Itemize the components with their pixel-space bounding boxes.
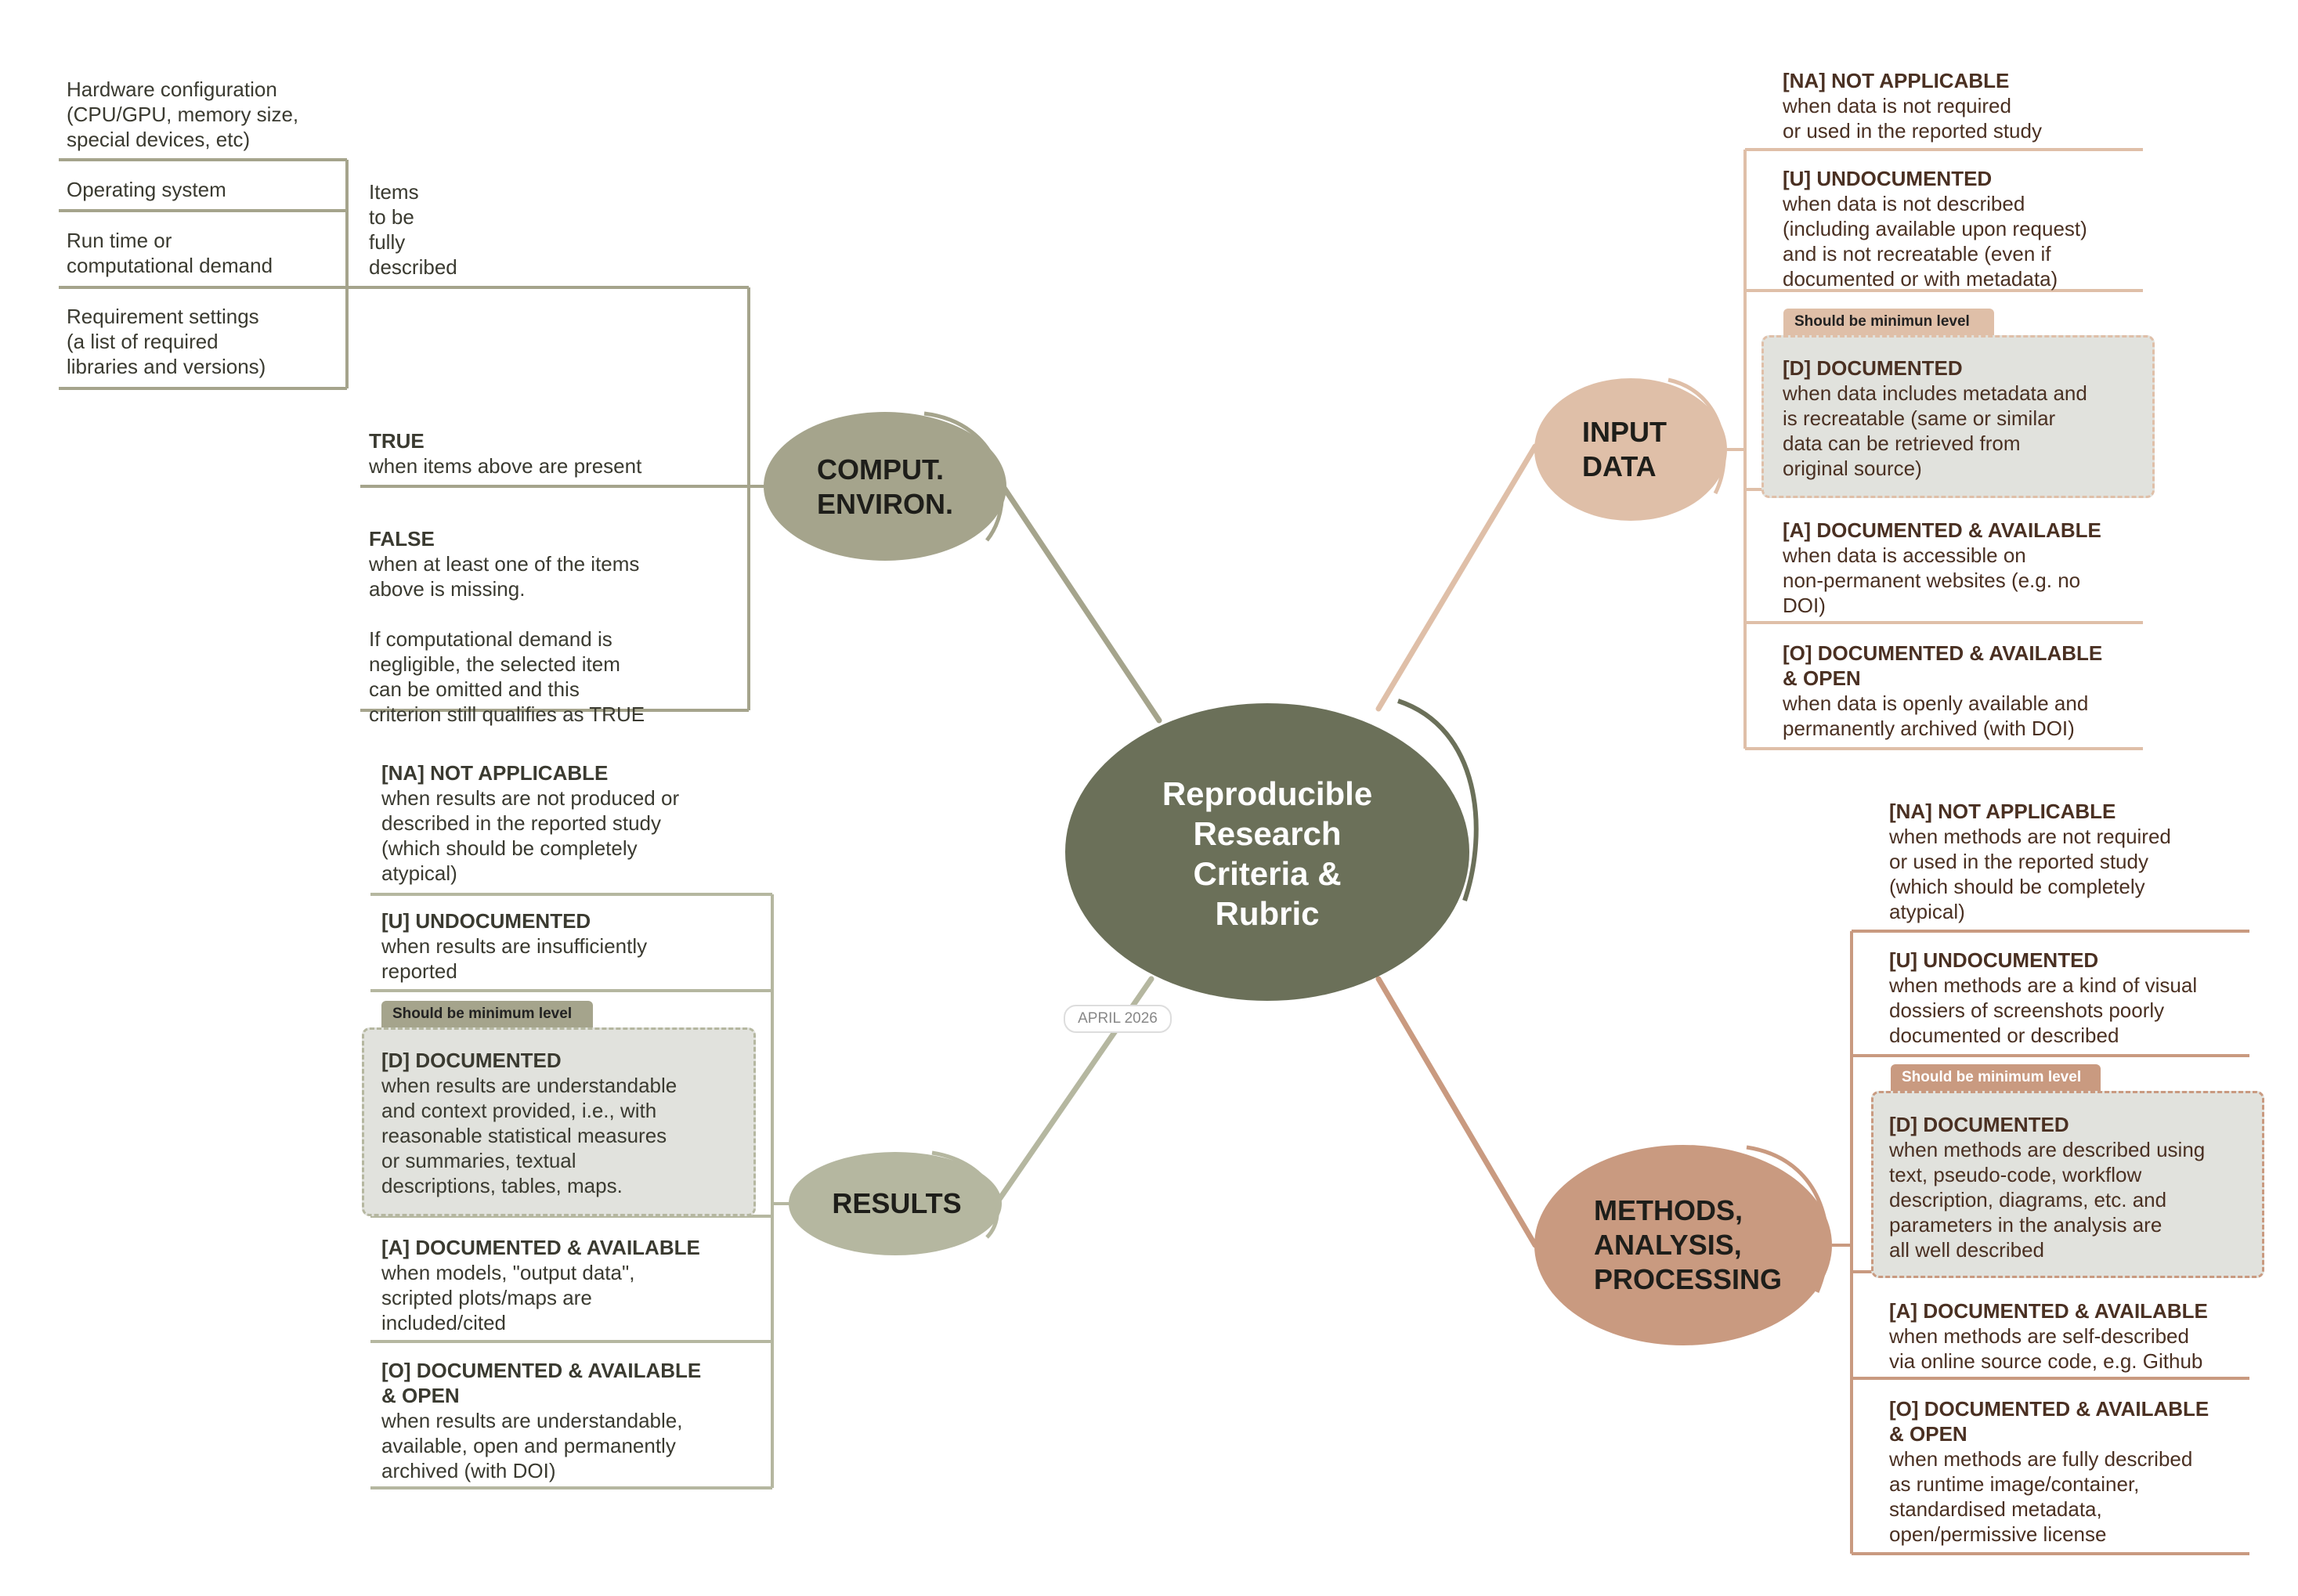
node-shapes <box>764 377 1832 1345</box>
level-title: [O] DOCUMENTED & AVAILABLE & OPEN <box>381 1359 702 1407</box>
comput-item: Hardware configuration (CPU/GPU, memory … <box>67 78 299 151</box>
input-node-title[interactable]: INPUT DATA <box>1582 416 1667 482</box>
comput-item-lines <box>59 158 766 712</box>
results-node-shape <box>789 1152 1002 1255</box>
level-text: when results are understandable, availab… <box>381 1409 683 1482</box>
level-text: when results are insufficiently reported <box>381 934 648 983</box>
level-title: [NA] NOT APPLICABLE <box>1889 800 2116 823</box>
level-text: when data is openly available and perman… <box>1783 691 2089 740</box>
results-node-title[interactable]: RESULTS <box>832 1187 962 1219</box>
results-level-lines <box>370 893 790 1489</box>
comput-false-text: when at least one of the items above is … <box>369 552 645 726</box>
connector-input <box>1375 443 1538 712</box>
center-node-shape <box>1065 703 1469 1001</box>
level-title: [NA] NOT APPLICABLE <box>381 761 609 785</box>
level-title: [A] DOCUMENTED & AVAILABLE <box>1783 518 2101 542</box>
center-node-title[interactable]: Reproducible Research Criteria & Rubric <box>1162 775 1373 932</box>
connector-comput <box>999 482 1162 724</box>
level-title: [O] DOCUMENTED & AVAILABLE & OPEN <box>1889 1397 2209 1446</box>
input-node-shape <box>1534 378 1727 521</box>
methods-node-shape <box>1534 1145 1832 1345</box>
level-text: when methods are a kind of visual dossie… <box>1889 973 2198 1047</box>
input-documented-highlight <box>1761 335 2155 498</box>
level-text: when methods are fully described as runt… <box>1889 1447 2193 1546</box>
level-title: [A] DOCUMENTED & AVAILABLE <box>1889 1299 2208 1323</box>
level-text: when models, "output data", scripted plo… <box>381 1261 635 1334</box>
comput-items-label: Items to be fully described <box>369 180 457 279</box>
level-title: [A] DOCUMENTED & AVAILABLE <box>381 1236 700 1259</box>
connector-methods <box>1375 976 1538 1248</box>
comput-true-text: when items above are present <box>369 454 642 478</box>
results-minimum-badge: Should be minimum level <box>381 1001 593 1027</box>
level-title: [U] UNDOCUMENTED <box>1889 948 2099 972</box>
level-text: when data includes metadata and is recre… <box>1783 381 2087 480</box>
level-text: when data is accessible on non-permanent… <box>1783 543 2081 617</box>
level-text: when methods are self-described via onli… <box>1889 1324 2203 1373</box>
date-label: APRIL 2026 <box>1064 1005 1172 1033</box>
input-level-lines <box>1727 148 2143 750</box>
level-title: [U] UNDOCUMENTED <box>1783 167 1993 190</box>
level-text: when results are not produced or describ… <box>381 786 680 885</box>
level-title: [D] DOCUMENTED <box>1783 356 1963 380</box>
level-title: [D] DOCUMENTED <box>1889 1113 2069 1136</box>
level-title: [O] DOCUMENTED & AVAILABLE & OPEN <box>1783 641 2103 690</box>
methods-documented-highlight <box>1871 1091 2264 1278</box>
comput-node-title[interactable]: COMPUT. ENVIRON. <box>816 453 954 520</box>
comput-node-shape <box>764 412 1006 561</box>
comput-item: Operating system <box>67 178 226 201</box>
input-minimum-badge: Should be minimun level <box>1783 309 1994 335</box>
level-title: [D] DOCUMENTED <box>381 1049 562 1072</box>
level-text: when results are understandable and cont… <box>381 1074 677 1197</box>
level-text: when data is not required or used in the… <box>1783 94 2042 143</box>
level-title: [NA] NOT APPLICABLE <box>1783 69 2010 92</box>
methods-node-title[interactable]: METHODS, ANALYSIS, PROCESSING <box>1594 1194 1783 1295</box>
comput-item: Requirement settings (a list of required… <box>67 305 266 378</box>
level-text: when methods are not required or used in… <box>1889 825 2171 923</box>
comput-false-title: FALSE <box>369 527 435 551</box>
level-text: when methods are described using text, p… <box>1889 1138 2206 1262</box>
methods-minimum-badge: Should be minimum level <box>1891 1064 2101 1091</box>
level-title: [U] UNDOCUMENTED <box>381 909 591 933</box>
comput-item: Run time or computational demand <box>67 229 273 277</box>
results-documented-highlight <box>362 1027 756 1216</box>
level-text: when data is not described (including av… <box>1783 192 2087 291</box>
comput-true-title: TRUE <box>369 429 425 453</box>
